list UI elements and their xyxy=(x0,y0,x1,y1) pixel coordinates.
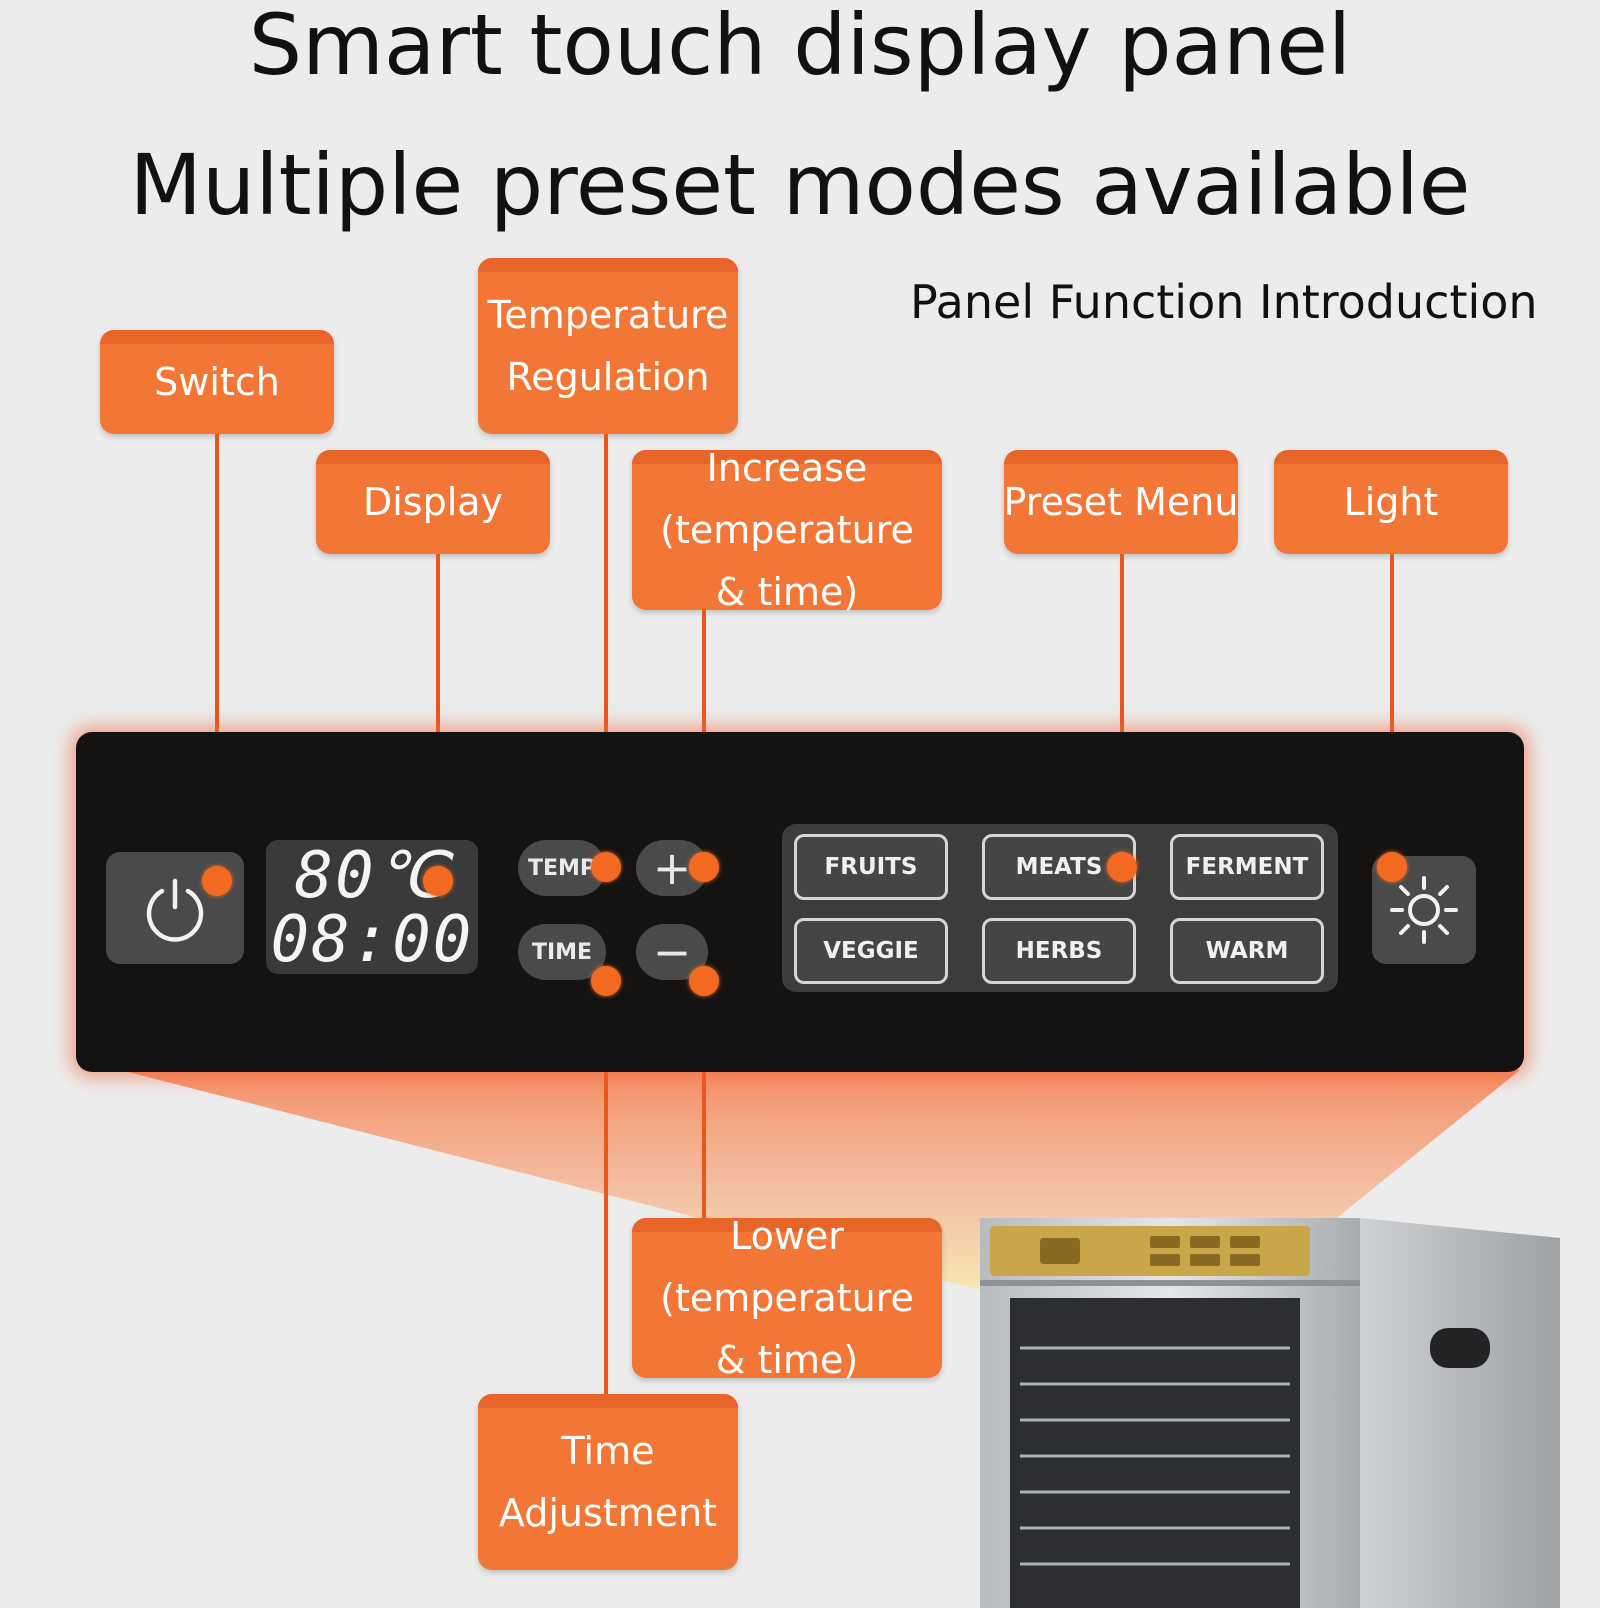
callout-temperature-regulation: Temperature Regulation xyxy=(478,258,738,434)
marker-time xyxy=(591,966,621,996)
callout-lower-line1: Lower xyxy=(730,1214,844,1258)
headline-title: Smart touch display panel xyxy=(248,0,1352,94)
preset-warm-button[interactable]: WARM xyxy=(1170,918,1324,984)
leader-lower xyxy=(702,980,706,1218)
callout-temp-reg-line1: Temperature xyxy=(487,293,729,337)
marker-light xyxy=(1377,852,1407,882)
control-panel: 80℃ 08:00 TEMP TIME + − FRUITS MEATS FER… xyxy=(76,732,1524,1072)
marker-lower xyxy=(689,966,719,996)
callout-preset-menu-label: Preset Menu xyxy=(1003,480,1239,524)
preset-veggie-button[interactable]: VEGGIE xyxy=(794,918,948,984)
power-icon xyxy=(146,878,204,942)
leader-time xyxy=(604,980,608,1394)
digital-display: 80℃ 08:00 xyxy=(266,840,478,974)
callout-time-adjustment: Time Adjustment xyxy=(478,1394,738,1570)
marker-increase xyxy=(689,852,719,882)
preset-meats-button[interactable]: MEATS xyxy=(982,834,1136,900)
callout-switch: Switch xyxy=(100,330,334,434)
display-time: 08:00 xyxy=(270,903,474,977)
headline-subtitle: Multiple preset modes available xyxy=(129,136,1471,234)
marker-temp xyxy=(591,852,621,882)
preset-menu: FRUITS MEATS FERMENT VEGGIE HERBS WARM xyxy=(782,824,1338,992)
leader-display xyxy=(436,554,440,880)
callout-increase-line3: & time) xyxy=(715,570,859,614)
preset-fruits-button[interactable]: FRUITS xyxy=(794,834,948,900)
leader-switch xyxy=(215,434,219,880)
marker-display xyxy=(423,866,453,896)
callout-increase-line2: (temperature xyxy=(660,508,914,552)
callout-increase-line1: Increase xyxy=(706,446,868,490)
leader-temp xyxy=(604,434,608,866)
callout-preset-menu: Preset Menu xyxy=(1004,450,1238,554)
marker-preset xyxy=(1107,852,1137,882)
leader-preset xyxy=(1120,554,1124,866)
callout-time-adj-line1: Time xyxy=(561,1429,655,1473)
preset-ferment-button[interactable]: FERMENT xyxy=(1170,834,1324,900)
time-button[interactable]: TIME xyxy=(518,924,606,980)
display-temperature: 80℃ xyxy=(294,839,450,913)
marker-switch xyxy=(202,866,232,896)
callout-time-adj-line2: Adjustment xyxy=(498,1491,718,1535)
sun-icon xyxy=(1390,876,1458,944)
leader-light xyxy=(1390,554,1394,866)
callout-display-label: Display xyxy=(362,480,504,524)
temp-button[interactable]: TEMP xyxy=(518,840,606,896)
callout-light: Light xyxy=(1274,450,1508,554)
food-dryer-image xyxy=(980,1218,1560,1608)
callout-temp-reg-line2: Regulation xyxy=(506,355,710,399)
callout-lower: Lower (temperature & time) xyxy=(632,1214,942,1382)
callout-light-label: Light xyxy=(1343,480,1439,524)
callout-lower-line3: & time) xyxy=(715,1338,859,1382)
callout-lower-line2: (temperature xyxy=(660,1276,914,1320)
callout-increase: Increase (temperature & time) xyxy=(632,446,942,614)
callout-display: Display xyxy=(316,450,550,554)
callout-switch-label: Switch xyxy=(154,360,280,404)
panel-function-intro-label: Panel Function Introduction xyxy=(910,275,1538,329)
preset-herbs-button[interactable]: HERBS xyxy=(982,918,1136,984)
